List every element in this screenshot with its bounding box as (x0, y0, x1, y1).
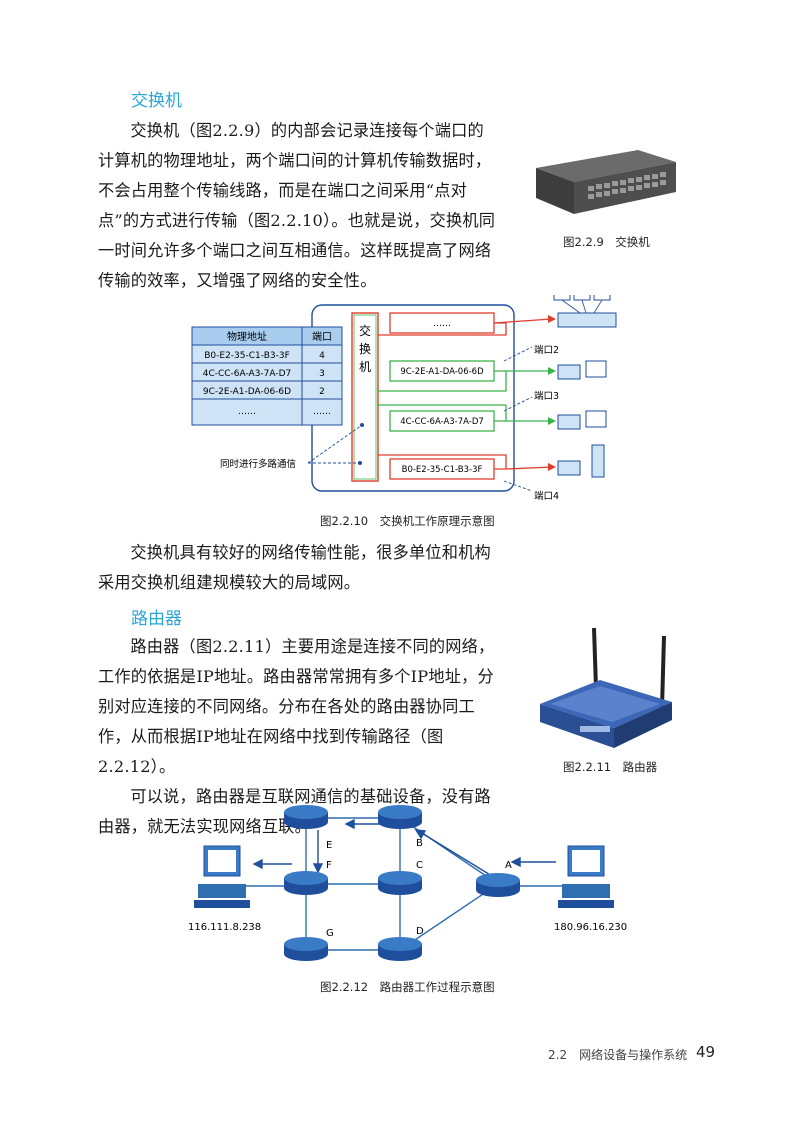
switch-paragraph-1-text: 交换机（图2.2.9）的内部会记录连接每个端口的计算机的物理地址，两个端口间的计… (98, 121, 496, 290)
table-cell: …… (313, 407, 331, 417)
table-cell: …… (238, 407, 256, 417)
page-number: 49 (696, 1043, 716, 1061)
computer-icon (557, 360, 607, 380)
switch-paragraph-2: 交换机具有较好的网络传输性能，很多单位和机构采用交换机组建规模较大的局域网。 (98, 538, 500, 598)
port-box-label: 4C-CC-6A-A3-7A-D7 (400, 417, 484, 427)
switch-photo (528, 140, 678, 220)
table-cell: 4 (319, 351, 325, 361)
right-ip-label: 180.96.16.230 (554, 922, 627, 933)
switch-diagram: 物理地址 端口 B0-E2-35-C1-B3-3F 4 4C-CC-6A-A3-… (190, 286, 630, 505)
router-paragraph-1: 路由器（图2.2.11）主要用途是连接不同的网络，工作的依据是IP地址。路由器常… (98, 637, 495, 776)
switch-paragraph-1: 交换机（图2.2.9）的内部会记录连接每个端口的计算机的物理地址，两个端口间的计… (98, 116, 500, 296)
table-cell: 3 (319, 369, 325, 379)
router-icon (284, 871, 328, 895)
port-box-label: B0-E2-35-C1-B3-3F (402, 465, 483, 475)
router-diagram: A B C D E F G 116.111.8.238 180.96.16.23… (180, 800, 640, 975)
port-box-label: …… (433, 319, 451, 329)
node-label: E (326, 840, 332, 851)
router-icon (284, 937, 328, 961)
port-label: 端口2 (534, 344, 559, 356)
table-header-port: 端口 (312, 330, 332, 343)
table-cell: B0-E2-35-C1-B3-3F (204, 351, 290, 361)
port-label: 端口4 (534, 490, 559, 502)
port-label: 端口3 (534, 390, 559, 402)
router-paragraphs: 路由器（图2.2.11）主要用途是连接不同的网络，工作的依据是IP地址。路由器常… (98, 632, 500, 842)
router-photo-caption: 图2.2.11 路由器 (563, 760, 658, 774)
multipath-callout: 同时进行多路通信 (220, 458, 296, 470)
switch-char: 换 (359, 342, 371, 356)
node-label: G (326, 928, 334, 939)
router-icon (284, 805, 328, 829)
node-label: C (416, 860, 423, 871)
router-diagram-caption: 图2.2.12 路由器工作过程示意图 (320, 980, 495, 994)
node-label: D (416, 926, 424, 937)
table-header-address: 物理地址 (227, 330, 267, 343)
heading-switch: 交换机 (131, 91, 182, 111)
router-icon (378, 871, 422, 895)
node-label: F (326, 860, 332, 871)
footer-section: 2.2 网络设备与操作系统 (548, 1048, 688, 1062)
port-box-label: 9C-2E-A1-DA-06-6D (400, 367, 484, 377)
computer-icon (557, 410, 607, 430)
left-ip-label: 116.111.8.238 (188, 922, 261, 933)
computer-icon (194, 845, 250, 908)
server-icon (557, 444, 605, 478)
router-icon (476, 873, 520, 897)
computer-icon (558, 845, 614, 908)
router-photo (536, 622, 676, 750)
switch-diagram-caption: 图2.2.10 交换机工作原理示意图 (320, 514, 495, 528)
router-image (540, 627, 672, 748)
node-label: A (505, 860, 512, 871)
router-paragraph-2: 可以说，路由器是互联网通信的基础设备，没有路由器，就无法实现网络互联。 (98, 787, 491, 836)
monitor-icon (553, 286, 611, 314)
table-cell: 2 (319, 387, 325, 397)
table-cell: 4C-CC-6A-A3-7A-D7 (203, 369, 292, 379)
switch-image (536, 150, 676, 214)
router-icon (378, 805, 422, 829)
router-icon (378, 937, 422, 961)
node-label: B (416, 838, 423, 849)
switch-photo-caption: 图2.2.9 交换机 (563, 235, 650, 249)
switch-char: 交 (359, 323, 371, 338)
switch-paragraph-2-text: 交换机具有较好的网络传输性能，很多单位和机构采用交换机组建规模较大的局域网。 (98, 543, 491, 592)
heading-router: 路由器 (131, 609, 182, 629)
switch-char: 机 (359, 360, 371, 374)
table-cell: 9C-2E-A1-DA-06-6D (203, 387, 291, 397)
